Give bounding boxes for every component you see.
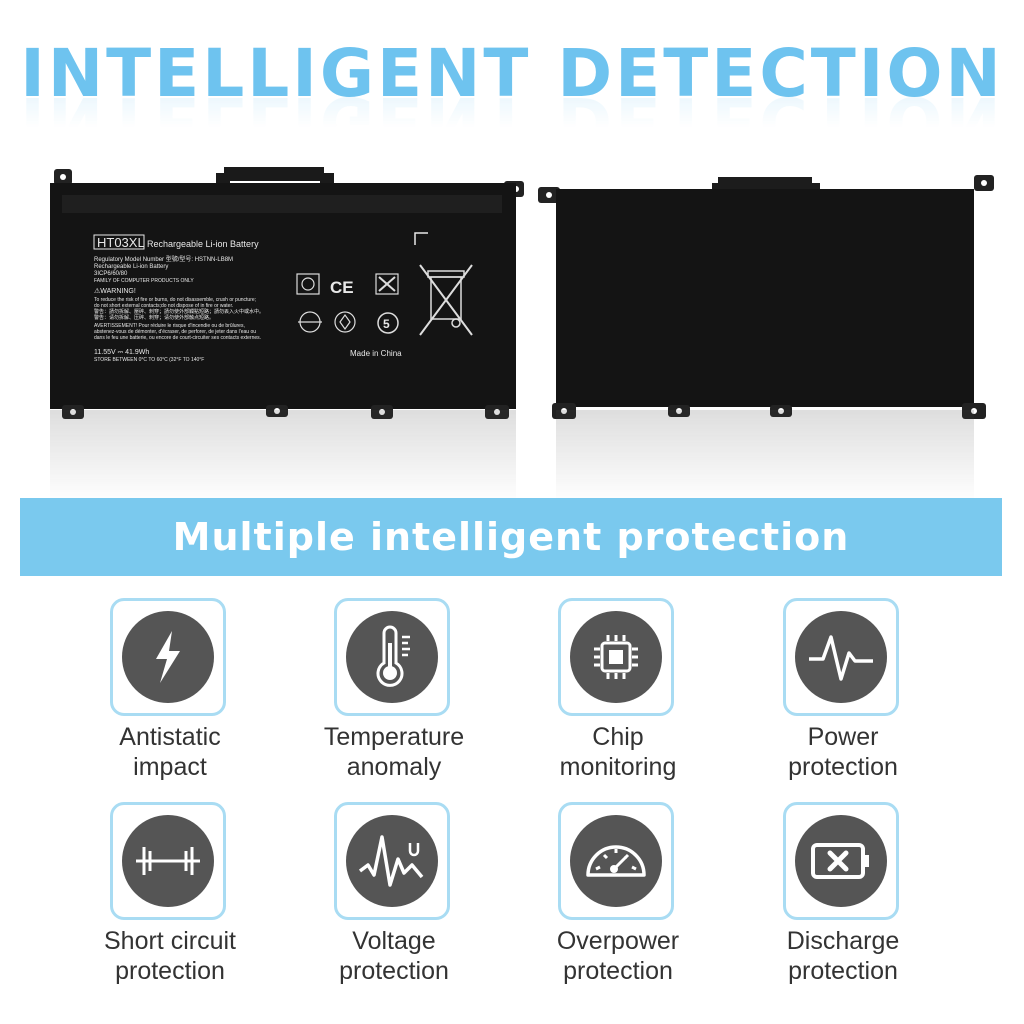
battery-front-reflection xyxy=(50,410,516,502)
weee-bin-icon xyxy=(419,264,473,336)
chip-icon xyxy=(594,635,638,679)
battery-regulatory: Regulatory Model Number 型號/型号: HSTNN-LB8… xyxy=(94,255,233,263)
headline-reflection: INTELLIGENT DETECTION xyxy=(20,82,1004,159)
battery-rating: 11.55V ⎓ 41.9Wh xyxy=(94,349,149,356)
feature-label: Voltage protection xyxy=(339,927,449,985)
feature-icon-frame xyxy=(110,802,226,920)
recycle-mark-icon xyxy=(296,273,320,295)
feature-label: Antistatic impact xyxy=(119,723,221,781)
feature-label: Chip monitoring xyxy=(559,723,677,781)
battery-warning-line: dans le feu une batterie, ou encore de c… xyxy=(94,335,261,341)
cert-mark-icon xyxy=(334,311,356,333)
battery-back-reflection xyxy=(556,410,974,502)
lightning-icon xyxy=(156,631,180,683)
short-circuit-icon xyxy=(136,847,200,875)
feature-icon-frame xyxy=(558,802,674,920)
feature-label: Discharge protection xyxy=(786,927,900,985)
headline: INTELLIGENT DETECTION xyxy=(20,35,1004,112)
pulse-icon xyxy=(809,635,873,681)
battery-storage: STORE BETWEEN 0°C TO 60°C (32°F TO 140°F xyxy=(94,357,204,363)
battery-warning-line: AVERTISSEMENT! Pour réduire le risque d'… xyxy=(94,323,245,329)
feature-icon-frame xyxy=(334,598,450,716)
svg-text:5: 5 xyxy=(383,317,390,331)
battery-front-image: HT03XL Rechargeable Li-ion Battery Regul… xyxy=(48,165,528,430)
feature-label: Short circuit protection xyxy=(104,927,236,985)
feature-icon-frame xyxy=(558,598,674,716)
battery-warning-line: 警告：请勿拆解、压碎、刺穿；请勿使外部触点短路。 xyxy=(94,314,214,321)
battery-warning: ⚠WARNING! xyxy=(94,287,136,295)
battery-warning-line: do not short external contacts;do not di… xyxy=(94,303,233,309)
voltage-wave-icon xyxy=(358,835,424,887)
feature-icon-frame xyxy=(783,802,899,920)
battery-origin: Made in China xyxy=(350,349,402,358)
gauge-icon xyxy=(586,845,646,877)
battery-type: Rechargeable Li-ion Battery xyxy=(94,264,168,270)
safety-mark-icon xyxy=(375,273,399,295)
feature-label: Power protection xyxy=(788,723,898,781)
battery-warning-line: To reduce the risk of fire or burns, do … xyxy=(94,297,256,303)
battery-product: Rechargeable Li-ion Battery xyxy=(147,239,259,249)
protection-banner: Multiple intelligent protection xyxy=(20,498,1002,576)
battery-x-icon xyxy=(811,843,869,879)
banner-title: Multiple intelligent protection xyxy=(172,515,850,559)
feature-icon-frame xyxy=(334,802,450,920)
feature-icon-frame xyxy=(110,598,226,716)
battery-family: FAMILY OF COMPUTER PRODUCTS ONLY xyxy=(94,278,194,284)
battery-back-image xyxy=(538,165,998,430)
feature-icon-frame xyxy=(783,598,899,716)
feature-label: Overpower protection xyxy=(556,927,680,985)
feature-label: Temperature anomaly xyxy=(323,723,465,781)
ce-mark-icon: CE xyxy=(330,278,354,297)
battery-warning-line: abstenez-vous de démonter, d'écraser, de… xyxy=(94,329,256,335)
eco-period-icon: 5 xyxy=(377,312,399,334)
battery-model: HT03XL xyxy=(97,235,145,250)
cert-mark-icon xyxy=(298,311,322,333)
thermometer-icon xyxy=(376,625,410,687)
battery-warning-line: 警告：請勿拆解、壓碎、刺穿；請勿使外部觸點短路；請勿丟入火中或水中。 xyxy=(94,308,264,315)
battery-cells: 3ICP6/60/80 xyxy=(94,271,128,277)
